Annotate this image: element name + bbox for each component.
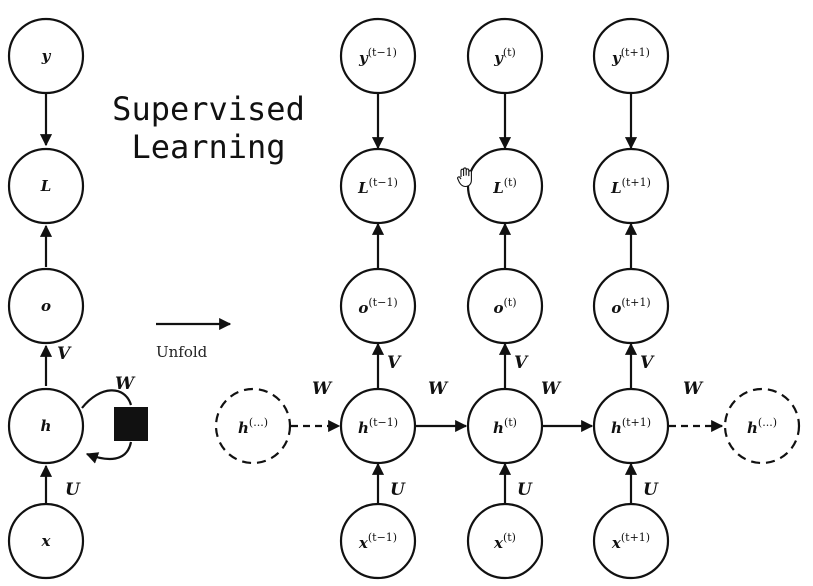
weight-V-label-t+1: V [640,353,655,373]
unfolded-graph: h(...) h(...) W W W Wy(t−1) L(t−1) o(t−1) h(t−1)… [214,17,801,580]
node-x-t-1-label: x(t−1) [358,531,397,552]
delay-square [114,407,148,441]
node-L-t-label: L(t) [492,176,517,197]
node-x-t-1 [339,502,417,580]
node-o-t-label: o(t) [493,296,516,317]
node-x-t+1-label: x(t+1) [611,531,650,552]
node-o-label: o [41,297,51,315]
node-h-prev-ellipsis [214,387,292,465]
node-h-t-label: h(t) [493,416,517,437]
weight-W-label: W [115,374,136,394]
weight-U-label-t: U [517,480,533,500]
overlay-title-line1: Supervised [112,90,305,128]
node-h-t [466,387,544,465]
node-L [7,147,85,225]
weight-U-label: U [65,480,81,500]
weight-W-label-1: W [312,379,333,399]
node-h-label: h [41,417,52,435]
node-x-t-label: x(t) [493,531,516,552]
unfold-label: Unfold [156,343,208,361]
node-h-t-1-label: h(t−1) [358,416,398,437]
overlay-title-line2: Learning [131,128,286,166]
node-h-t-1 [339,387,417,465]
node-x-t [466,502,544,580]
node-o-t+1 [592,267,670,345]
node-x-t+1 [592,502,670,580]
node-L-t-1-label: L(t−1) [357,176,398,197]
weight-V-label-t: V [514,353,529,373]
folded-graph: y L o h x V W U [7,17,148,580]
overlay-title: Supervised Learning [96,90,321,166]
node-L-t+1 [592,147,670,225]
node-o-t-1-label: o(t−1) [358,296,397,317]
hand-pointer-icon [457,167,472,188]
weight-W-label-2: W [428,379,449,399]
node-o [7,267,85,345]
node-y-label: y [41,47,52,65]
weight-W-label-3: W [541,379,562,399]
node-y-t [466,17,544,95]
recurrent-loop-bottom [85,441,133,464]
node-y-t-1-label: y(t−1) [358,46,397,67]
node-x-label: x [41,532,52,550]
node-x [7,502,85,580]
weight-U-label-t+1: U [643,480,659,500]
node-y [7,17,85,95]
node-L-label: L [40,177,52,195]
weight-U-label-t-1: U [390,480,406,500]
weight-W-label-4: W [683,379,704,399]
node-h-next-ellipsis [723,387,801,465]
recurrent-loop-top [81,389,133,409]
node-L-t+1-label: L(t+1) [610,176,651,197]
node-h-next-ellipsis-label: h(...) [747,416,777,437]
node-o-t+1-label: o(t+1) [611,296,650,317]
weight-V-label: V [57,344,72,364]
weight-V-label-t-1: V [387,353,402,373]
node-y-t+1 [592,17,670,95]
node-o-t-1 [339,267,417,345]
node-o-t [466,267,544,345]
node-y-t-1 [339,17,417,95]
node-y-t-label: y(t) [493,46,516,67]
node-h-t+1-label: h(t+1) [611,416,651,437]
node-h-t+1 [592,387,670,465]
unfold-arrow-group: Unfold [156,317,232,361]
node-L-t-1 [339,147,417,225]
node-h-prev-ellipsis-label: h(...) [238,416,268,437]
node-h [7,387,85,465]
node-y-t+1-label: y(t+1) [611,46,650,67]
